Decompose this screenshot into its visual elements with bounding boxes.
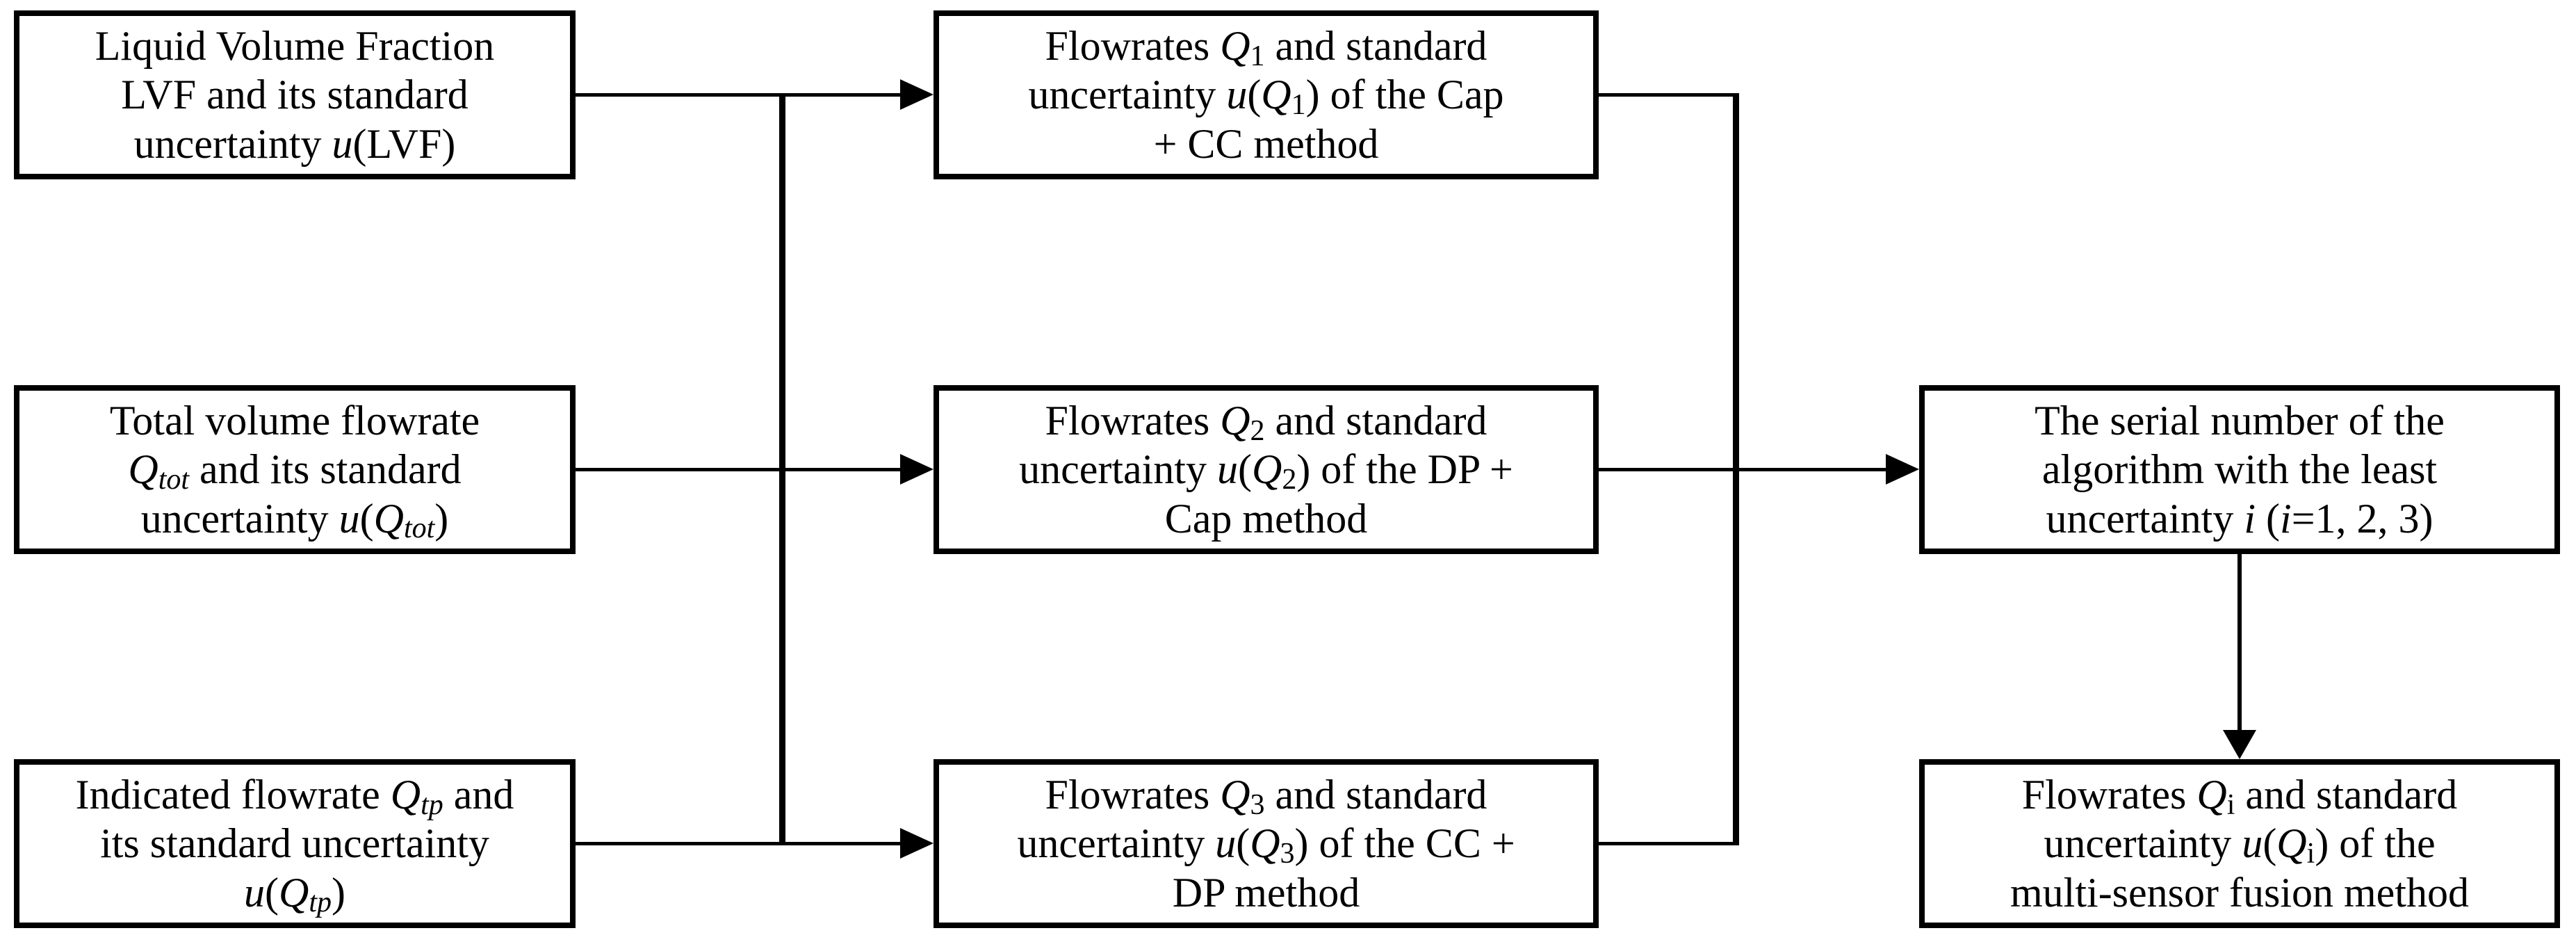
box-text-line: Indicated flowrate Qtp and xyxy=(75,772,514,821)
arrowhead-into-dp-cap-box-icon xyxy=(900,454,934,485)
box-text-line: its standard uncertainty xyxy=(100,820,489,867)
connector-left-vertical-bus xyxy=(779,93,785,845)
box-text-line: uncertainty u(Q2) of the DP + xyxy=(1019,446,1513,496)
connector-row1-left xyxy=(576,93,904,97)
box-text-line: Total volume flowrate xyxy=(109,398,480,444)
box-text-line: uncertainty u(Qi) of the xyxy=(2044,820,2436,870)
connector-serial-to-fusion xyxy=(2237,554,2242,732)
connector-row2-left xyxy=(576,468,904,471)
connector-row3-left xyxy=(576,842,904,845)
box-text-line: Cap method xyxy=(1164,495,1368,542)
box-text-line: Flowrates Q1 and standard xyxy=(1045,23,1487,72)
arrowhead-into-serial-box-icon xyxy=(1886,454,1919,485)
box-text-line: u(Qtp) xyxy=(244,869,345,919)
box-text-line: Qtot and its standard xyxy=(128,446,462,496)
box-text-line: Flowrates Q3 and standard xyxy=(1045,772,1487,821)
box-text-line: uncertainty u(LVF) xyxy=(133,120,456,167)
arrowhead-into-cap-cc-box-icon xyxy=(900,79,934,110)
connector-row1-right xyxy=(1599,93,1739,97)
box-text-line: DP method xyxy=(1172,869,1360,916)
box-text-line: Flowrates Q2 and standard xyxy=(1045,398,1487,447)
box-text-line: uncertainty u(Qtot) xyxy=(140,495,449,545)
box-text-line: + CC method xyxy=(1153,120,1379,167)
box-text-line: algorithm with the least xyxy=(2041,446,2438,493)
box-text-line: uncertainty u(Q3) of the CC + xyxy=(1017,820,1515,870)
box-text-line: uncertainty u(Q1) of the Cap xyxy=(1028,72,1504,121)
box-text-line: Flowrates Qi and standard xyxy=(2021,772,2458,821)
box-text-line: uncertainty i (i=1, 2, 3) xyxy=(2046,495,2434,542)
arrowhead-into-cc-dp-box-icon xyxy=(900,828,934,859)
box-text-line: Liquid Volume Fraction xyxy=(95,23,495,70)
box-text-line: multi-sensor fusion method xyxy=(2010,869,2469,916)
box-text-line: LVF and its standard xyxy=(121,72,468,118)
connector-row3-right xyxy=(1599,842,1739,845)
connector-row2-to-serial xyxy=(1599,468,1889,471)
box-text-line: The serial number of the xyxy=(2035,398,2445,444)
arrowhead-into-fusion-box-icon xyxy=(2223,730,2256,759)
